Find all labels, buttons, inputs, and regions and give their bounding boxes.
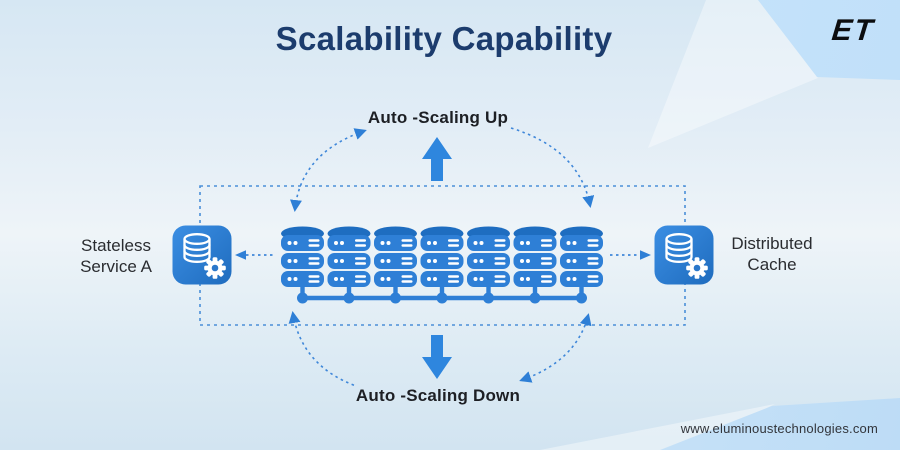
- database-stack-icon: [420, 226, 464, 304]
- page-title: Scalability Capability: [275, 20, 613, 57]
- database-stack-icon: [327, 226, 371, 304]
- et-logo: ET: [829, 14, 876, 47]
- right-arrowhead-icon: [640, 250, 651, 260]
- stateless-service-icon: [171, 224, 233, 286]
- database-cluster: [281, 226, 603, 304]
- distributed-cache-icon: [653, 224, 715, 286]
- database-stack-icon: [281, 226, 324, 304]
- auto-scaling-down-label: Auto -Scaling Down: [355, 386, 521, 405]
- scale-up-right-arc: [510, 127, 595, 208]
- left-arrowhead-icon: [235, 250, 246, 260]
- website-url: www.eluminoustechnologies.com: [680, 421, 878, 436]
- scale-down-left-arc: [288, 311, 357, 387]
- scale-up-left-arc: [289, 128, 367, 212]
- stateless-service-label: Stateless Service A: [80, 236, 152, 276]
- database-stack-icon: [513, 226, 557, 304]
- database-stack-icon: [467, 226, 510, 304]
- scale-up-arrow-icon: [422, 137, 452, 181]
- database-stack-icon: [374, 226, 417, 304]
- auto-scaling-up-label: Auto -Scaling Up: [367, 108, 509, 127]
- database-stack-icon: [560, 226, 603, 304]
- distributed-cache-label: Distributed Cache: [731, 234, 813, 274]
- scale-down-arrow-icon: [422, 335, 452, 379]
